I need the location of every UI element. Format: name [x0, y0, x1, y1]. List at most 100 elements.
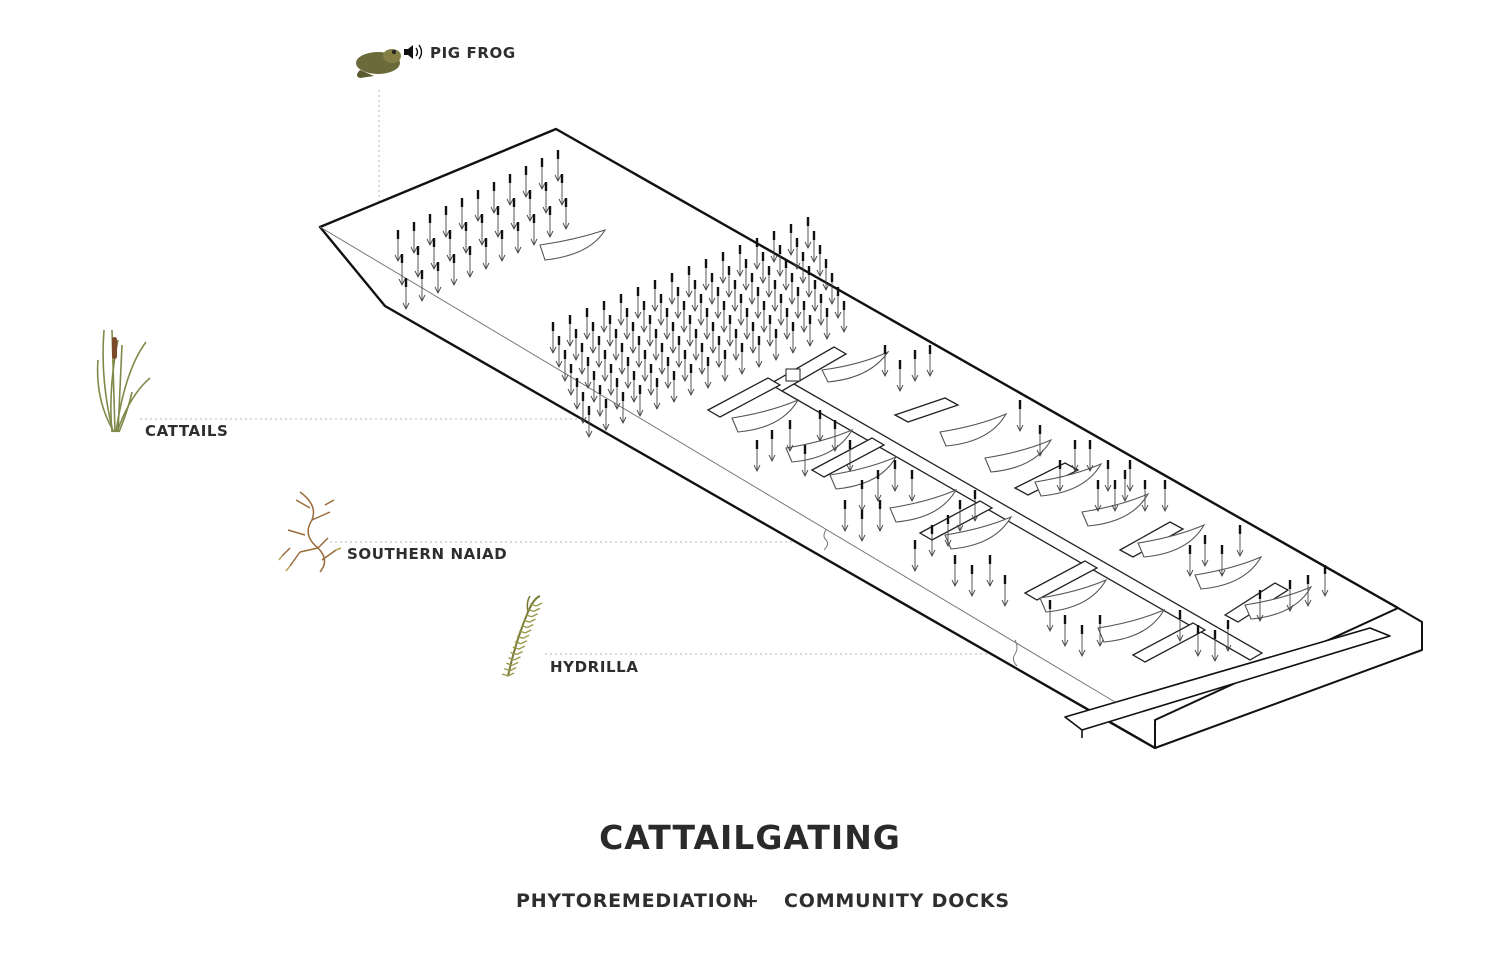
reed-marker [578, 343, 586, 376]
reed-marker [1086, 440, 1094, 473]
canoe [539, 229, 607, 261]
reed-marker [1141, 480, 1149, 513]
reed-marker [658, 343, 666, 376]
canoe [944, 515, 1013, 550]
hydrilla-leaf [516, 635, 524, 639]
reed-marker [742, 259, 750, 292]
reed-marker [926, 345, 934, 378]
reed-marker [442, 206, 450, 239]
reed-marker [1046, 600, 1054, 633]
reed-marker [708, 273, 716, 306]
reed-marker [636, 385, 644, 418]
hydrilla-leaf [529, 603, 537, 607]
reed-marker [709, 322, 717, 355]
reed-marker [738, 343, 746, 376]
canoe [1244, 585, 1313, 620]
reed-marker [776, 245, 784, 278]
reed-marker [1061, 615, 1069, 648]
hydrilla-leaf [511, 661, 519, 666]
reed-marker [458, 198, 466, 231]
reed-marker [446, 230, 454, 263]
hydrilla-leaf [533, 607, 541, 613]
reed-marker [765, 266, 773, 299]
reed-marker [617, 294, 625, 327]
cattails-label: CATTAILS [145, 422, 229, 440]
reed-marker [817, 294, 825, 327]
cattail-illustration [96, 329, 151, 433]
reed-marker [986, 555, 994, 588]
hydrilla-leaf [527, 608, 535, 613]
reed-marker [1001, 575, 1009, 608]
reed-marker [732, 329, 740, 362]
reed-marker [726, 315, 734, 348]
reed-marker [398, 254, 406, 287]
reed-marker [793, 238, 801, 271]
canoe [1194, 555, 1263, 590]
reed-marker [546, 206, 554, 239]
canoe [821, 350, 890, 383]
reed-marker [538, 158, 546, 191]
reed-marker [770, 231, 778, 264]
reed-marker [426, 214, 434, 247]
reed-marker [466, 246, 474, 279]
cattail-reed-field [394, 150, 1329, 663]
reed-marker [858, 510, 866, 543]
reed-marker [434, 262, 442, 295]
subtitle-joiner: + [743, 890, 760, 912]
reed-marker [846, 440, 854, 473]
canoe [1039, 578, 1108, 613]
dock-cross-5 [1131, 622, 1207, 663]
reed-marker [968, 565, 976, 598]
hydrilla-leaf [508, 657, 515, 661]
hydrilla-leaf [520, 640, 528, 645]
submerged-sprigs [823, 529, 1018, 667]
dock-cross-2 [810, 437, 886, 478]
reed-marker [669, 322, 677, 355]
reed-marker [766, 315, 774, 348]
reed-marker [410, 222, 418, 255]
reed-marker [526, 190, 534, 223]
reed-marker [561, 350, 569, 383]
reed-marker [720, 301, 728, 334]
reed-marker [841, 500, 849, 533]
reed-marker [414, 246, 422, 279]
reed-marker [810, 231, 818, 264]
reed-marker [583, 308, 591, 341]
reed-marker [787, 224, 795, 257]
speaker-icon[interactable] [404, 44, 423, 60]
reed-marker [430, 238, 438, 271]
reed-marker [623, 308, 631, 341]
reed-marker [596, 385, 604, 418]
reed-marker [1304, 575, 1312, 608]
hydrilla-leaf [535, 602, 543, 607]
reed-marker [1078, 625, 1086, 658]
reed-marker [664, 357, 672, 390]
reed-marker [755, 336, 763, 369]
reed-marker [891, 460, 899, 493]
hydrilla-leaf [503, 667, 511, 672]
marsh-basin [318, 127, 1423, 750]
reed-marker [663, 308, 671, 341]
dock-cross-7 [1013, 462, 1080, 496]
reed-marker [768, 430, 776, 463]
reed-marker [731, 280, 739, 313]
reed-marker [450, 254, 458, 287]
hydrilla-leaf [514, 641, 522, 645]
reed-marker [1201, 535, 1209, 568]
reed-marker [911, 350, 919, 383]
reed-marker [823, 308, 831, 341]
reed-marker [555, 336, 563, 369]
reed-marker [777, 294, 785, 327]
hydrilla-leaf [516, 650, 523, 656]
reed-marker [799, 252, 807, 285]
reed-marker [715, 336, 723, 369]
reed-marker [831, 420, 839, 453]
frog-eye [392, 50, 396, 54]
reed-marker [595, 336, 603, 369]
hydrilla-leaf [529, 618, 536, 623]
canoe [889, 488, 958, 523]
reed-marker [506, 174, 514, 207]
reed-marker [652, 329, 660, 362]
reed-marker [618, 343, 626, 376]
